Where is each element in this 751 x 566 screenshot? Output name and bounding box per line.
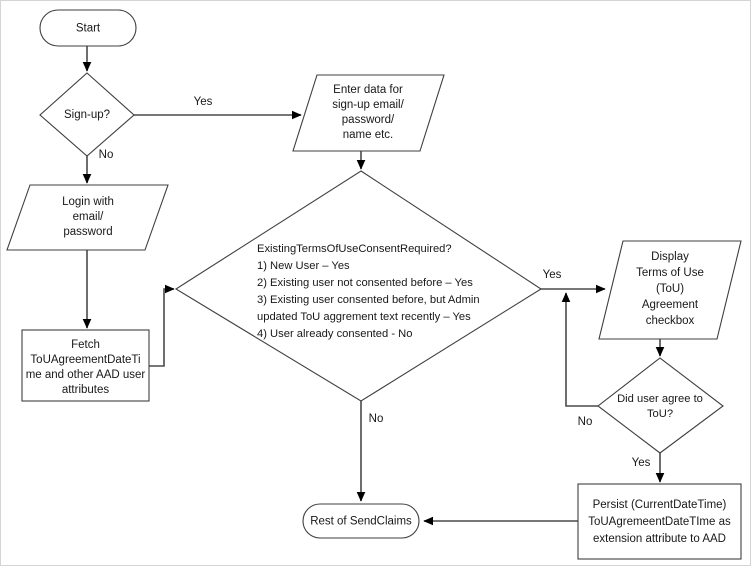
consent-decision-line-6: 4) User already consented - No <box>257 328 412 340</box>
edge-label-consent-no: No <box>369 413 384 425</box>
agree-decision-shape <box>597 357 724 454</box>
signup-decision-shape <box>39 72 135 157</box>
persist-line-1: Persist (CurrentDateTime) <box>593 499 727 511</box>
enter-data-line-2: sign-up email/ <box>332 99 404 111</box>
fetch-line-1: Fetch <box>71 339 100 351</box>
edge-label-signup-no: No <box>99 149 114 161</box>
edge-label-signup-yes: Yes <box>194 96 213 108</box>
rest-of-sendclaims-label: Rest of SendClaims <box>310 516 412 528</box>
node-persist[interactable]: Persist (CurrentDateTime) ToUAgremeentDa… <box>577 483 742 560</box>
node-enter-data[interactable]: Enter data for sign-up email/ password/ … <box>292 74 445 152</box>
fetch-shape <box>21 329 150 402</box>
agree-decision-line-2: ToU? <box>647 408 673 420</box>
persist-shape <box>577 483 742 560</box>
node-consent-decision[interactable]: ExistingTermsOfUseConsentRequired? 1) Ne… <box>174 170 543 402</box>
node-display-tou[interactable]: Display Terms of Use (ToU) Agreement che… <box>598 240 742 340</box>
consent-decision-shape <box>174 170 543 402</box>
display-tou-shape <box>598 240 742 340</box>
enter-data-line-3: password/ <box>342 114 395 126</box>
start-label: Start <box>76 23 101 35</box>
node-fetch[interactable]: Fetch ToUAgreementDateTi me and other AA… <box>21 329 150 402</box>
login-line-1: Login with <box>62 196 114 208</box>
consent-decision-line-2: 1) New User – Yes <box>257 260 350 272</box>
consent-decision-line-5: updated ToU aggrement text recently – Ye… <box>257 311 471 323</box>
node-agree-decision[interactable]: Did user agree to ToU? <box>597 357 724 454</box>
edge-fetch-to-consent <box>149 284 175 367</box>
edge-agree-no <box>561 292 598 407</box>
signup-decision-label: Sign-up? <box>64 109 110 121</box>
node-login[interactable]: Login with email/ password <box>6 184 169 251</box>
edge-label-agree-no: No <box>578 416 593 428</box>
persist-line-2: ToUAgremeentDateTIme as <box>588 516 731 528</box>
login-line-3: password <box>63 226 112 238</box>
consent-decision-line-4: 3) Existing user consented before, but A… <box>257 294 480 306</box>
edge-label-agree-yes: Yes <box>632 457 651 469</box>
node-signup-decision[interactable]: Sign-up? <box>39 72 135 157</box>
display-tou-line-2: Terms of Use <box>636 267 704 279</box>
start-terminator-shape <box>39 9 137 47</box>
persist-line-3: extension attribute to AAD <box>593 533 726 545</box>
enter-data-line-4: name etc. <box>343 129 394 141</box>
fetch-line-3: me and other AAD user <box>26 369 146 381</box>
consent-decision-line-3: 2) Existing user not consented before – … <box>257 277 473 289</box>
fetch-line-4: attributes <box>62 384 110 396</box>
consent-decision-line-1: ExistingTermsOfUseConsentRequired? <box>257 243 452 255</box>
node-start[interactable]: Start <box>39 9 137 47</box>
display-tou-line-3: (ToU) <box>656 283 684 295</box>
node-rest-of-sendclaims[interactable]: Rest of SendClaims <box>302 503 420 539</box>
display-tou-line-4: Agreement <box>642 299 699 311</box>
fetch-line-2: ToUAgreementDateTi <box>30 354 140 366</box>
display-tou-line-5: checkbox <box>646 315 695 327</box>
enter-data-shape <box>292 74 445 152</box>
login-line-2: email/ <box>73 211 104 223</box>
display-tou-line-1: Display <box>651 251 689 263</box>
agree-decision-line-1: Did user agree to <box>617 393 703 405</box>
connectors <box>82 46 665 526</box>
edge-label-consent-yes: Yes <box>543 269 562 281</box>
enter-data-line-1: Enter data for <box>333 84 403 96</box>
rest-of-sendclaims-shape <box>302 503 420 539</box>
login-shape <box>6 184 169 251</box>
